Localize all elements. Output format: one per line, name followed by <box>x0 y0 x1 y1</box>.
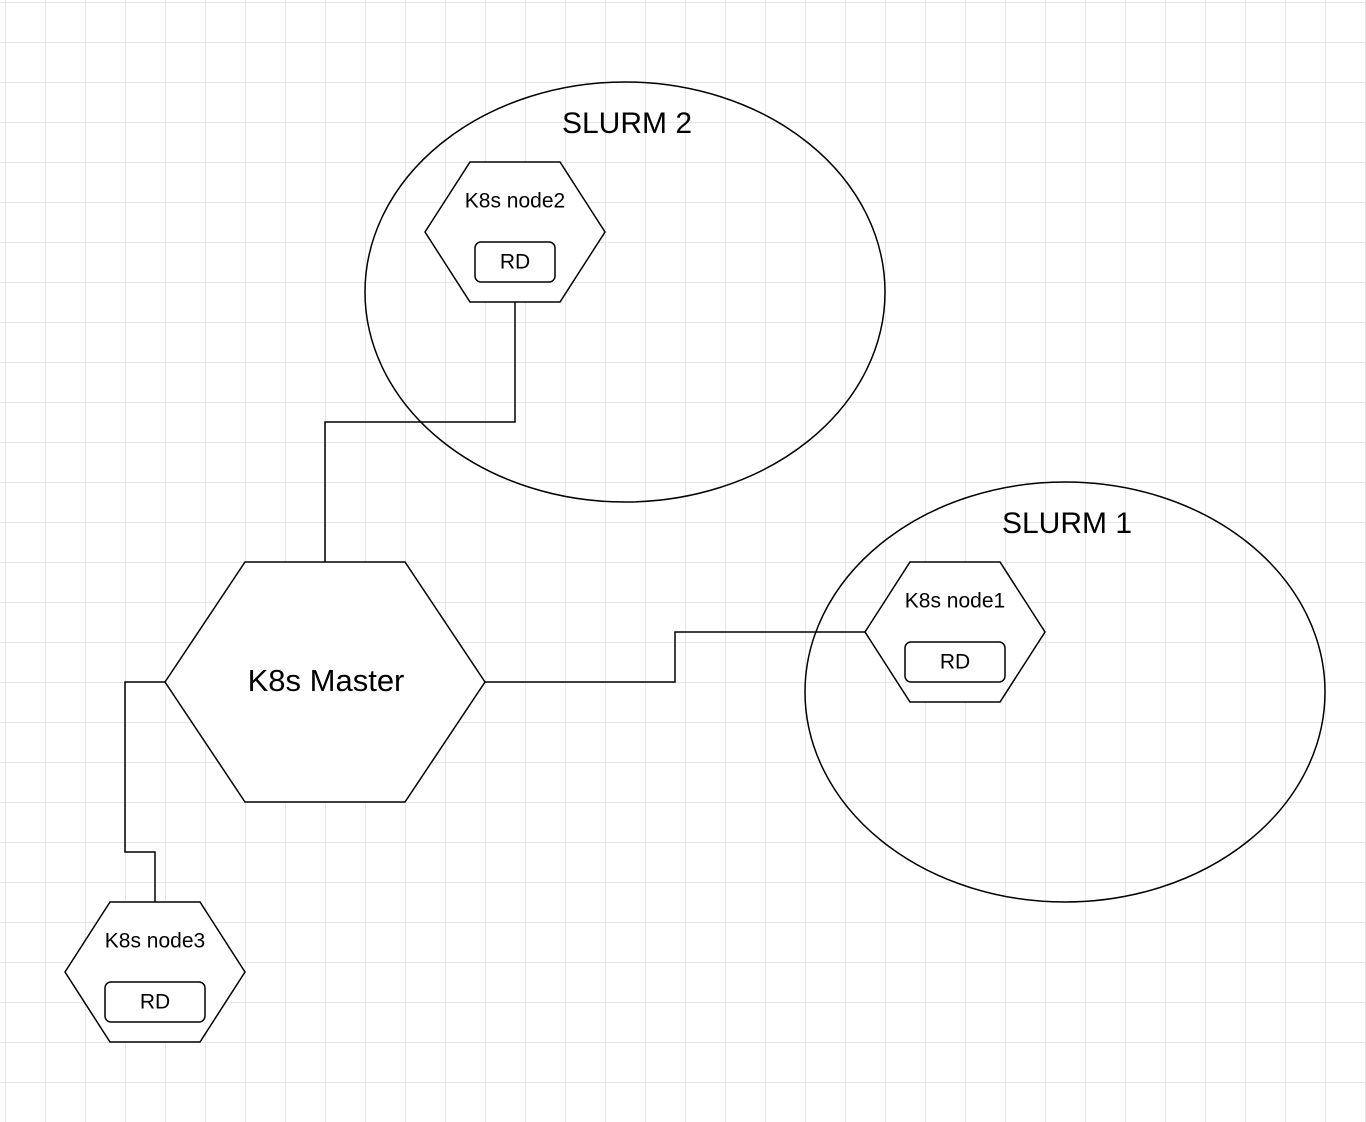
cluster-slurm1-ellipse <box>804 481 1326 903</box>
cluster-slurm2-label: SLURM 2 <box>562 107 692 140</box>
edge-master-node3[interactable] <box>124 681 165 902</box>
node2-label: K8s node2 <box>465 190 565 213</box>
node3-label: K8s node3 <box>105 930 205 953</box>
k8s-node1[interactable]: K8s node1 RD <box>864 561 1046 703</box>
node3-rd-label: RD <box>140 991 170 1014</box>
node1-label: K8s node1 <box>905 590 1005 613</box>
k8s-node3[interactable]: K8s node3 RD <box>64 901 246 1043</box>
node2-hexagon[interactable] <box>424 161 606 303</box>
cluster-slurm1: SLURM 1 <box>804 481 1326 903</box>
node2-rd-box[interactable] <box>474 241 556 283</box>
edge-master-node2[interactable] <box>324 302 516 562</box>
cluster-slurm2: SLURM 2 <box>364 81 886 503</box>
master-label: K8s Master <box>248 663 405 698</box>
k8s-node2[interactable]: K8s node2 RD <box>424 161 606 303</box>
node3-rd-box[interactable] <box>104 981 206 1023</box>
node2-rd-label: RD <box>500 251 530 274</box>
cluster-slurm2-ellipse <box>364 81 886 503</box>
node1-rd-label: RD <box>940 651 970 674</box>
master-node[interactable]: K8s Master <box>164 561 486 803</box>
edge-master-node1[interactable] <box>485 631 865 683</box>
node1-rd-box[interactable] <box>904 641 1006 683</box>
master-hexagon[interactable] <box>164 561 486 803</box>
cluster-slurm1-label: SLURM 1 <box>1002 507 1132 540</box>
